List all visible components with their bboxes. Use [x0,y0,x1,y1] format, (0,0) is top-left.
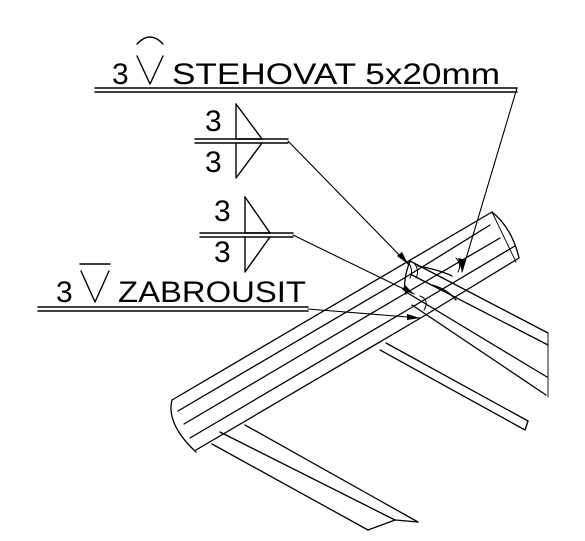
weld-size-2-bottom: 3 [205,146,222,179]
weld-size-1: 3 [112,58,129,91]
weld-callout-double-2: 3 3 [199,195,415,295]
arrowhead-1 [458,258,466,272]
weld-callout-double-1: 3 3 [194,103,409,265]
rod-right [379,342,529,431]
leader-line-4 [307,308,421,319]
weld-size-4: 3 [56,276,73,309]
cross-member [404,260,549,398]
weld-size-3-bottom: 3 [214,236,231,269]
leader-line-1 [461,87,518,273]
arrowhead-2 [397,252,408,264]
fillet-weld-convex-icon [136,36,164,85]
weld-size-3-top: 3 [214,195,231,228]
arrowhead-3 [402,285,414,294]
arrowhead-4 [407,314,420,320]
flat-bar-bottom [211,424,419,531]
double-fillet-weld-icon [235,103,263,179]
leader-arrowheads [397,252,466,320]
weld-size-2-top: 3 [205,105,222,138]
double-fillet-weld-icon [244,196,271,273]
weld-beads [407,257,461,311]
leader-line-2 [287,140,409,265]
weld-callout-zabrousit: 3 ZABROUSIT [37,263,421,319]
leader-line-3 [292,234,415,295]
fillet-weld-flush-icon [79,263,111,303]
steel-frame [170,211,549,531]
weld-callout-stehovat: 3 STEHOVAT 5x20mm [94,36,518,273]
weld-note-1: STEHOVAT 5x20mm [172,58,500,91]
weld-note-4: ZABROUSIT [118,276,306,309]
